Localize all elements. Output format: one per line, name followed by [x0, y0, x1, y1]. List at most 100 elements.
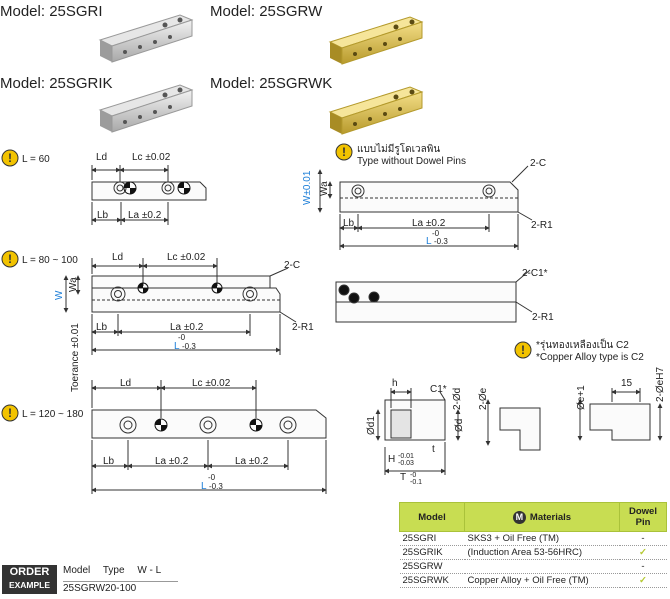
table-header-dowel: Dowel Pin [619, 502, 667, 532]
order-field-type: Type [102, 565, 125, 576]
dim-2r1: 2-R1 [292, 322, 314, 333]
dim-l-tol-bot: -0.3 [209, 482, 223, 491]
dim-2d: 2-Ød [452, 388, 463, 410]
dim-lb: Lb [103, 456, 115, 467]
note-type-without: Type without Dowel Pins [357, 156, 466, 167]
dim-2e: 2-Øe [478, 387, 489, 410]
dim-l-tol-top: -0 [432, 229, 440, 238]
dim-lc: Lc ±0.02 [167, 252, 206, 263]
dim-lb: Lb [97, 210, 109, 221]
dim-l: L [201, 481, 207, 492]
section-view-mid [485, 399, 541, 451]
note-l120: L = 120 ~ 180 [22, 409, 84, 420]
dim-d: Ød [454, 419, 465, 432]
dim-l-tol-top: -0 [178, 333, 186, 342]
order-subtitle: EXAMPLE [8, 580, 51, 590]
note-thai-copper: *รุ่นทองเหลืองเป็น C2 [536, 337, 629, 351]
drawing-l120 [91, 380, 327, 494]
dim-lb: Lb [96, 322, 108, 333]
dim-wa: Wa [68, 277, 79, 292]
dim-H: H [388, 454, 395, 465]
order-badge: ORDER EXAMPLE [2, 565, 57, 594]
dim-la: La ±0.2 [235, 456, 269, 467]
model-label-25sgrw: Model: 25SGRW [210, 3, 323, 20]
order-field-model: Model [63, 565, 91, 576]
svg-text:!: ! [521, 343, 525, 357]
dim-ld: Ld [112, 252, 123, 263]
note-copper: *Copper Alloy type is C2 [536, 352, 644, 363]
order-field-wl: W - L [137, 565, 162, 576]
section-view-dowel [577, 388, 663, 441]
order-example: ORDER EXAMPLE Model Type W - L 25SGRW20-… [2, 565, 178, 594]
dim-T-tol2: -0.1 [410, 479, 422, 486]
product-photo-25sgri [98, 14, 194, 63]
note-l80: L = 80 ~ 100 [22, 255, 78, 266]
note-l60: L = 60 [22, 154, 50, 165]
materials-icon: M [512, 510, 526, 524]
dim-H-tol2: -0.03 [398, 460, 414, 467]
warning-icon [1, 250, 19, 268]
dim-T-tol: -0 [410, 472, 416, 479]
dim-ld: Ld [96, 152, 107, 163]
dim-ld: Ld [120, 378, 131, 389]
check-icon: ✓ [619, 545, 667, 560]
warning-icon [335, 143, 353, 161]
dim-la: La ±0.2 [170, 322, 204, 333]
order-example-value: 25SGRW20-100 [63, 581, 178, 594]
dim-2r1: 2-R1 [532, 312, 554, 323]
dim-15: 15 [621, 378, 633, 389]
dim-l-tol-top: -0 [208, 473, 216, 482]
note-thai-type: แบบไม่มีรูโดเวลพิน [357, 142, 440, 155]
svg-text:!: ! [8, 151, 12, 165]
dim-la: La ±0.2 [128, 210, 162, 221]
dim-wa: Wa [319, 181, 330, 196]
dim-l: L [426, 236, 432, 247]
product-photo-25sgrwk [328, 86, 424, 135]
warning-icon [1, 149, 19, 167]
dim-t: t [432, 444, 435, 455]
dim-l-tol-bot: -0.3 [434, 237, 448, 246]
product-photo-25sgrik [98, 84, 194, 133]
model-label-25sgrwk: Model: 25SGRWK [210, 75, 333, 92]
dim-c1: C1* [430, 384, 447, 395]
dim-2c1: 2-C1* [522, 268, 548, 279]
table-header-model: Model [399, 502, 465, 532]
dim-e1: Øe+1 [576, 385, 587, 410]
dim-tolerance: Toerance ±0.01 [70, 323, 81, 392]
dim-h: h [392, 378, 398, 389]
dim-2c: 2-C [284, 260, 300, 271]
warning-icon [514, 341, 532, 359]
dim-la: La ±0.2 [412, 218, 446, 229]
table-row: 25SGRI SKS3 + Oil Free (TM) - [399, 531, 667, 546]
dim-T: T [400, 472, 406, 483]
drawing-l60 [91, 165, 207, 225]
dim-2c: 2-C [530, 158, 546, 169]
table-row: 25SGRW - [399, 559, 667, 574]
product-photo-25sgrw [328, 16, 424, 65]
dim-l-tol-bot: -0.3 [182, 342, 196, 351]
order-fields: Model Type W - L 25SGRW20-100 [63, 565, 178, 594]
drawing-copper [335, 269, 533, 323]
dim-2r1: 2-R1 [531, 220, 553, 231]
dim-la: La ±0.2 [155, 456, 189, 467]
drawing-no-dowel [317, 165, 533, 250]
dim-lc: Lc ±0.02 [192, 378, 231, 389]
check-icon: ✓ [619, 573, 667, 588]
dim-l: L [174, 341, 180, 352]
svg-text:!: ! [8, 252, 12, 266]
dim-w-tol: W±0.01 [302, 170, 313, 205]
svg-text:!: ! [8, 406, 12, 420]
table-row: 25SGRWK Copper Alloy + Oil Free (TM) ✓ [399, 573, 667, 588]
dim-2eh7: 2-ØeH7 [655, 367, 666, 402]
model-label-25sgri: Model: 25SGRI [0, 3, 103, 20]
dim-w: W [54, 290, 65, 300]
warning-icon [1, 404, 19, 422]
drawing-l80 [63, 258, 297, 355]
dim-d1: Ød1 [366, 416, 377, 435]
dim-lc: Lc ±0.02 [132, 152, 171, 163]
dim-lb: Lb [343, 218, 355, 229]
table-row: 25SGRIK (Induction Area 53-56HRC) ✓ [399, 545, 667, 560]
